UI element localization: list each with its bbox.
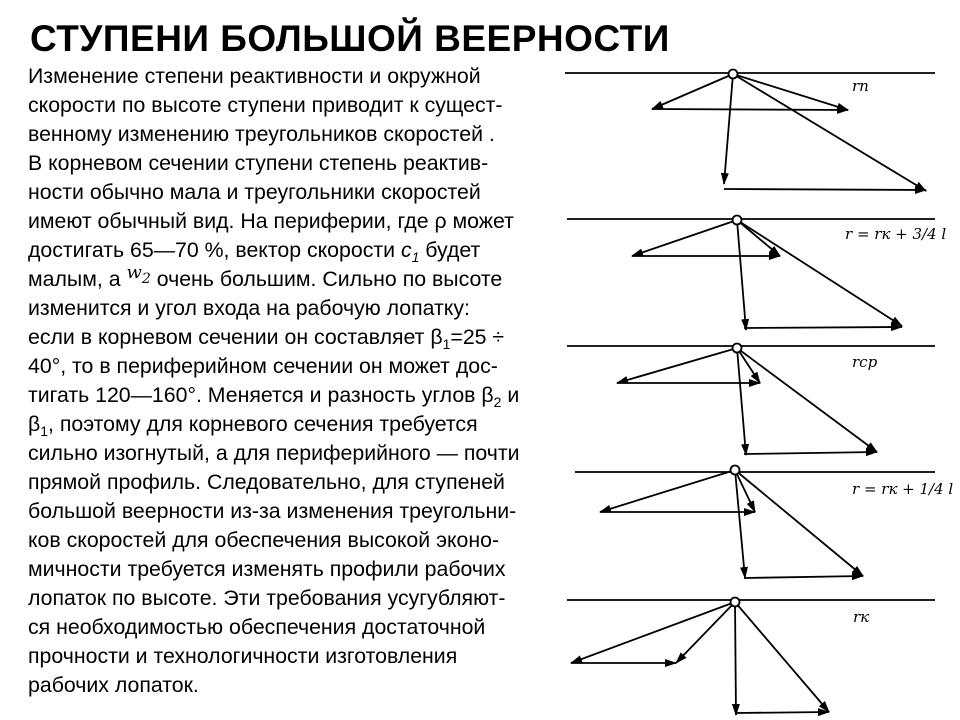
section-label-periphery: rп: [852, 77, 869, 95]
vector-c2: [736, 219, 750, 331]
text-line: изменится и угол входа на рабочую лопатк…: [28, 296, 470, 320]
text-line: малым, а w2 очень большим. Сильно по выс…: [28, 262, 503, 291]
vector-c1: [616, 347, 738, 384]
origin-point: [731, 342, 743, 354]
vector-w1: [736, 219, 781, 257]
origin-point: [729, 596, 741, 608]
vector-w1: [736, 347, 761, 384]
section-label-three-quarter: r = rк + 3/4 l: [845, 225, 946, 243]
triangle-section-mean: [567, 342, 935, 457]
text-line: венному изменению треугольников скоросте…: [28, 122, 495, 146]
text-line: Изменение степени реактивности и окружно…: [28, 64, 481, 88]
vector-c2: [731, 601, 740, 716]
text-line: ков скоростей для обеспечения высокой эк…: [28, 528, 500, 552]
text-line: рабочих лопаток.: [28, 673, 199, 697]
origin-point: [731, 214, 743, 226]
vector-w2: [736, 347, 878, 453]
text-line: В корневом сечении ступени степень реакт…: [28, 151, 489, 175]
text-line: достигать 65—70 %, вектор скорости c1 бу…: [28, 238, 481, 265]
vector-w2: [732, 73, 927, 192]
vector-c1: [599, 469, 736, 513]
vector-c1: [570, 601, 736, 664]
vector-u2: [723, 185, 927, 194]
text-line: мичности требуется изменять профили рабо…: [28, 557, 506, 581]
text-line: скорости по высоте ступени приводит к су…: [28, 93, 503, 117]
text-line: имеют обычный вид. На периферии, где ρ м…: [28, 209, 514, 233]
text-line: ся необходимостью обеспечения достаточно…: [28, 615, 486, 639]
vector-u2: [735, 708, 830, 717]
vector-w2: [734, 469, 864, 577]
vector-u2: [743, 323, 903, 332]
vector-u2: [743, 572, 864, 581]
triangle-section-root: [567, 596, 935, 717]
text-line: 40°, то в периферийном сечении он может …: [28, 354, 498, 378]
triangle-section-one-quarter: [575, 464, 935, 581]
body-paragraph: Изменение степени реактивности и окружно…: [28, 62, 588, 700]
vector-c1: [631, 219, 738, 257]
section-label-root: rк: [853, 608, 869, 626]
symbol-w2: w2: [126, 262, 151, 287]
section-label-one-quarter: r = rк + 1/4 l: [852, 480, 953, 498]
text-line: прямой профиль. Следовательно, для ступе…: [28, 470, 505, 494]
triangle-section-three-quarter: [567, 214, 935, 332]
vector-c2: [734, 469, 748, 579]
page-title: СТУПЕНИ БОЛЬШОЙ ВЕЕРНОСТИ: [30, 18, 670, 59]
origin-point: [729, 464, 741, 476]
symbol-c: c: [400, 238, 412, 262]
origin-point: [727, 68, 739, 80]
vector-c1: [651, 73, 734, 110]
vector-w1: [732, 73, 849, 111]
text-line: прочности и технологичности изготовления: [28, 644, 458, 668]
text-line: ности обычно мала и треугольники скорост…: [28, 180, 481, 204]
vector-c2: [736, 347, 750, 456]
text-line: сильно изогнутый, а для периферийного — …: [28, 441, 520, 465]
vector-w2: [736, 219, 903, 327]
vector-c2: [720, 73, 734, 185]
section-label-mean: rср: [852, 353, 878, 371]
text-line: если в корневом сечении он составляет β1…: [28, 325, 505, 352]
text-line: β1, поэтому для корневого сечения требуе…: [28, 412, 478, 439]
text-line: тигать 120—160°. Меняется и разность угл…: [28, 383, 520, 410]
vector-w1: [734, 469, 756, 513]
text-line: большой веерности из-за изменения треуго…: [28, 499, 517, 523]
vector-u1: [651, 105, 849, 114]
text-line: лопаток по высоте. Эти требования усугуб…: [28, 586, 506, 610]
vector-u2: [743, 448, 878, 457]
triangle-section-periphery: [565, 68, 935, 194]
vector-w2: [734, 601, 830, 713]
vector-w1: [675, 601, 736, 664]
